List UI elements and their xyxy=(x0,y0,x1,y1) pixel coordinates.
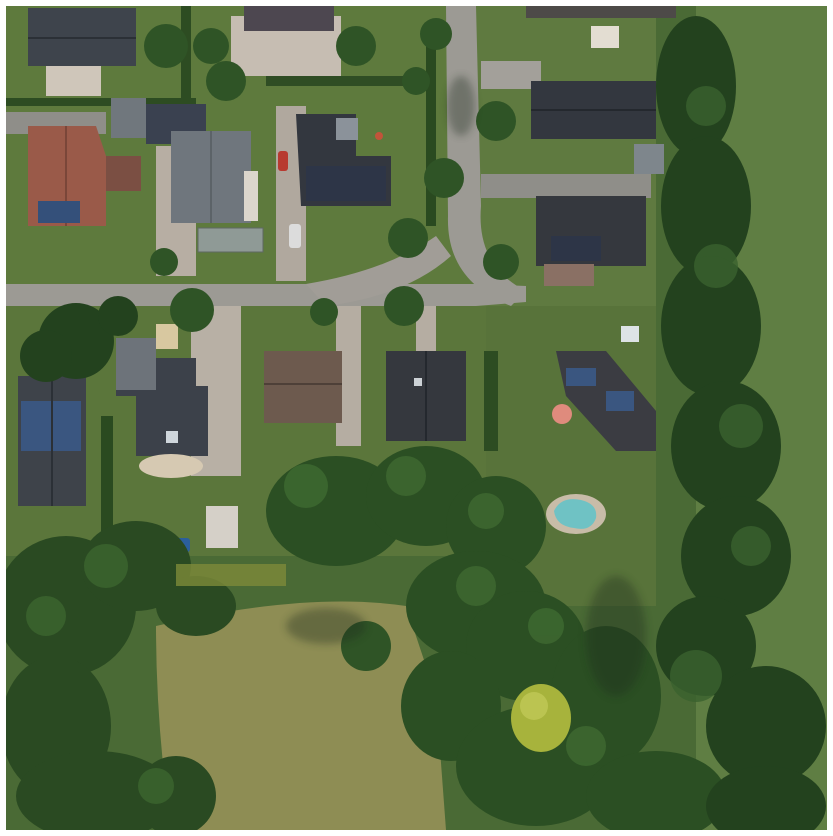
road-east-west xyxy=(6,284,526,306)
solar-panels xyxy=(566,368,596,386)
shrub-row xyxy=(176,564,286,586)
house-roof xyxy=(28,8,136,66)
solar-panels xyxy=(606,391,634,411)
skylight xyxy=(414,378,422,386)
greenhouse xyxy=(197,227,264,253)
hedge xyxy=(484,351,498,451)
patio xyxy=(139,454,203,478)
car xyxy=(278,151,288,171)
road-spur xyxy=(481,174,651,198)
tree-canopy xyxy=(144,18,519,332)
house-roof xyxy=(28,126,141,226)
driveway xyxy=(416,306,436,351)
tree-highlights xyxy=(670,86,771,702)
house-roof xyxy=(264,351,342,423)
tree-belt xyxy=(656,16,826,830)
shed-roof xyxy=(206,506,238,548)
tree-cluster xyxy=(266,446,726,830)
hedge xyxy=(266,76,416,86)
solar-panels xyxy=(551,236,601,261)
swimming-pool xyxy=(546,494,606,534)
house-roof xyxy=(296,114,391,206)
skylight xyxy=(166,431,178,443)
solar-panels xyxy=(306,166,386,201)
house-roof xyxy=(526,6,676,18)
shed-roof xyxy=(634,144,664,174)
hedge xyxy=(6,98,196,106)
tree-highlights xyxy=(26,544,174,804)
garden-shed xyxy=(621,326,639,342)
tree-cluster xyxy=(20,296,138,382)
car xyxy=(289,224,301,248)
hedge xyxy=(101,416,113,536)
tree-yellow-highlight xyxy=(520,692,548,720)
parasol xyxy=(552,404,572,424)
garden-shed xyxy=(591,26,619,48)
house-roof xyxy=(531,81,656,139)
hedge xyxy=(426,26,436,226)
shadows xyxy=(286,76,646,696)
aerial-map-view[interactable] xyxy=(6,6,827,830)
tree-highlights xyxy=(284,456,606,766)
house-roof xyxy=(556,351,656,451)
shed-roof xyxy=(111,98,146,138)
house-roof xyxy=(244,6,334,31)
house-roof xyxy=(536,196,646,266)
solar-panels xyxy=(38,201,80,223)
garage-roof xyxy=(544,264,594,286)
house-roof xyxy=(116,324,208,456)
house-roof xyxy=(146,104,258,223)
paving xyxy=(46,66,101,96)
house-roof xyxy=(386,351,466,441)
house-roof xyxy=(18,376,86,506)
